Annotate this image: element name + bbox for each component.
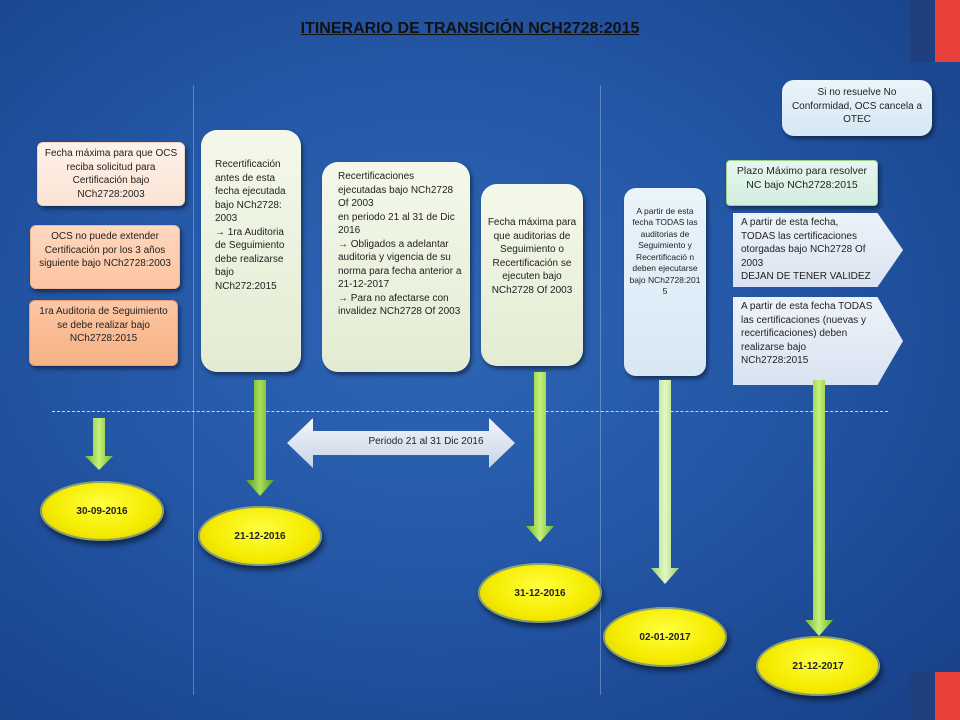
box-plazo-maximo: Plazo Máximo para resolver NC bajo NCh27… [726, 160, 878, 206]
column-separator [193, 85, 194, 695]
box-si-no-resuelve: Si no resuelve No Conformidad, OCS cance… [782, 80, 932, 136]
period-double-arrow: Periodo 21 al 31 Dic 2016 [287, 418, 515, 468]
down-arrow-icon [84, 418, 114, 475]
page-title: ITINERARIO DE TRANSICIÓN NCH2728:2015 [300, 20, 640, 37]
box-primera-auditoria: 1ra Auditoria de Seguimiento se debe rea… [29, 300, 178, 366]
flag-red-bottom [935, 672, 960, 720]
box-dejan-de-tener-validez: A partir de esta fecha, TODAS las certif… [733, 213, 903, 287]
box-recertificaciones-ejecutadas: Recertificaciones ejecutadas bajo NCh272… [322, 162, 470, 372]
box-fecha-maxima-auditorias: Fecha máxima para que auditorias de Segu… [481, 184, 583, 366]
period-label: Periodo 21 al 31 Dic 2016 [368, 436, 484, 447]
box-ocs-no-puede-extender: OCS no puede extender Certificación por … [30, 225, 180, 289]
date-badge: 02-01-2017 [603, 607, 727, 667]
box-a-partir-todas-auditorias: A partir de esta fecha TODAS las auditor… [624, 188, 706, 376]
date-badge: 31-12-2016 [478, 563, 602, 623]
down-arrow-icon [245, 380, 275, 501]
date-badge: 30-09-2016 [40, 481, 164, 541]
flag-blue-bottom [910, 672, 935, 720]
box-recertificacion-antes: Recertificación antes de esta fecha ejec… [201, 130, 301, 372]
down-arrow-icon [650, 380, 680, 589]
flag-blue-top [910, 0, 935, 62]
column-separator [600, 85, 601, 695]
box-fecha-maxima-ocs: Fecha máxima para que OCS reciba solicit… [37, 142, 185, 206]
date-badge: 21-12-2016 [198, 506, 322, 566]
down-arrow-icon [804, 380, 834, 641]
down-arrow-icon [525, 372, 555, 547]
date-badge: 21-12-2017 [756, 636, 880, 696]
box-nuevas-certificaciones: A partir de esta fecha TODAS las certifi… [733, 297, 903, 385]
flag-red-top [935, 0, 960, 62]
timeline-dashed-line [52, 411, 888, 412]
